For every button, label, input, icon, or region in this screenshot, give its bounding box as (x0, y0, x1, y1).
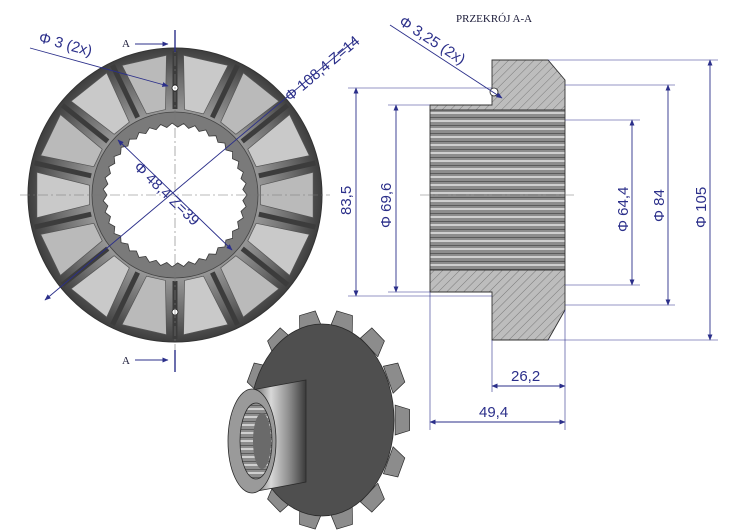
tooth-gap (60, 103, 110, 144)
section-bottom-flange (429, 269, 566, 341)
gear-tooth (121, 54, 167, 115)
dim-83-5: 83,5 (338, 186, 355, 215)
tooth-gap (110, 64, 140, 119)
section-title: PRZEKRÓJ A-A (456, 13, 532, 25)
tooth-gap (34, 211, 92, 230)
section-marks: A A (122, 30, 176, 372)
section-mark-top: A (122, 38, 130, 50)
section-spline-bore (429, 109, 566, 271)
iso-gear-tooth (382, 362, 406, 394)
section-top-flange (429, 59, 566, 111)
tooth-gap (34, 160, 92, 179)
tooth-gap (240, 246, 290, 287)
iso-bore-depth (253, 413, 271, 469)
gear-tooth (247, 222, 310, 277)
isometric-render (227, 310, 410, 530)
gear-tooth (40, 113, 103, 168)
section-view (420, 59, 575, 341)
dim-105: Φ 105 (693, 187, 710, 228)
dim-64-4: Φ 64,4 (615, 187, 632, 232)
section-mark-bottom: A (122, 355, 130, 367)
tooth-gap (210, 64, 240, 119)
gear-tooth (40, 222, 103, 277)
tooth-gap (258, 160, 316, 179)
gear-tooth (121, 275, 167, 336)
gear-tooth (183, 275, 229, 336)
dim-hole-small: Φ 3 (2x) (37, 29, 94, 60)
gear-tooth (70, 255, 130, 318)
dim-26-2: 26,2 (511, 368, 540, 385)
gear-tooth (70, 72, 130, 135)
dim-69-6: Φ 69,6 (378, 183, 395, 228)
tooth-gap (258, 211, 316, 230)
gear-tooth (247, 113, 310, 168)
tooth-gap (210, 271, 240, 326)
gear-tooth (220, 72, 280, 135)
gear-tooth (220, 255, 280, 318)
dim-49-4: 49,4 (479, 404, 508, 421)
dim-84: Φ 84 (651, 189, 668, 222)
dim-outer-teeth: Φ 108,4 Z=14 (282, 33, 364, 105)
iso-gear-tooth (382, 446, 406, 478)
tooth-gap (240, 103, 290, 144)
iso-gear-tooth (394, 404, 410, 436)
tooth-gap (110, 271, 140, 326)
gear-tooth (183, 54, 229, 115)
